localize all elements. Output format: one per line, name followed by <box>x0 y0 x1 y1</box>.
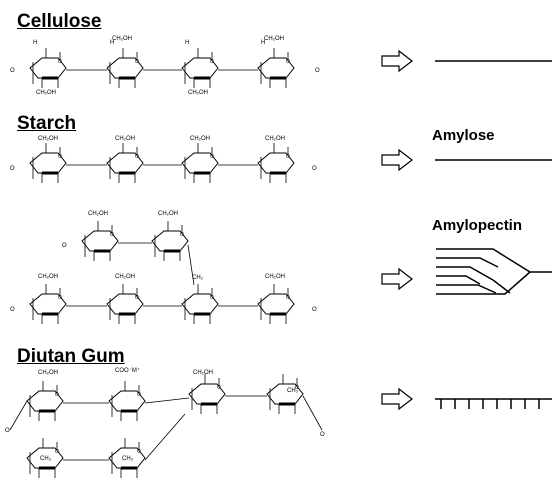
svg-text:CH₂OH: CH₂OH <box>88 211 108 217</box>
svg-text:CH₃: CH₃ <box>287 388 299 394</box>
amylose-label: Amylose <box>432 127 495 144</box>
diutan-gum-heading: Diutan Gum <box>17 346 125 367</box>
svg-text:CH₂OH: CH₂OH <box>36 90 56 96</box>
svg-text:CH₂OH: CH₂OH <box>264 36 284 42</box>
svg-text:H: H <box>185 40 189 46</box>
arrow-icon-cellulose <box>381 49 413 73</box>
svg-text:O: O <box>62 243 67 249</box>
cellulose-structure: O O H H H H CH₂OH CH₂OH CH₂OH CH₂OH <box>10 36 320 96</box>
svg-text:O: O <box>315 68 320 74</box>
diutan-gum-structure: O O CH₂OH COO⁻M⁺ CH₂OH CH₃ CH₃ CH₃ <box>5 367 325 480</box>
svg-text:O: O <box>10 166 15 172</box>
svg-text:CH₂: CH₂ <box>192 275 204 281</box>
svg-text:CH₂OH: CH₂OH <box>265 136 285 142</box>
svg-text:CH₂OH: CH₂OH <box>188 90 208 96</box>
svg-text:O: O <box>10 68 15 74</box>
svg-text:CH₂OH: CH₂OH <box>38 274 58 280</box>
arrow-icon-diutan <box>381 387 413 411</box>
svg-text:CH₂OH: CH₂OH <box>158 211 178 217</box>
svg-text:CH₂OH: CH₂OH <box>190 136 210 142</box>
amylopectin-structure: O CH₂OH CH₂OH CH₂ O O CH₂OH CH₂OH CH₂OH <box>10 211 317 326</box>
svg-text:O: O <box>320 432 325 438</box>
svg-text:H: H <box>261 40 265 46</box>
svg-text:CH₂OH: CH₂OH <box>265 274 285 280</box>
svg-text:CH₃: CH₃ <box>122 456 134 462</box>
branched-chain-icon <box>436 248 552 295</box>
arrow-icon-amylopectin <box>381 267 413 291</box>
svg-text:CH₂OH: CH₂OH <box>115 274 135 280</box>
svg-text:CH₂OH: CH₂OH <box>115 136 135 142</box>
svg-text:CH₂OH: CH₂OH <box>38 136 58 142</box>
starch-heading: Starch <box>17 113 77 134</box>
comb-chain-icon <box>435 398 552 409</box>
amylose-structure: O O CH₂OH CH₂OH CH₂OH CH₂OH <box>10 136 317 185</box>
svg-text:O: O <box>10 307 15 313</box>
svg-text:H: H <box>33 40 37 46</box>
svg-text:O: O <box>5 428 10 434</box>
svg-text:COO⁻M⁺: COO⁻M⁺ <box>115 367 140 374</box>
svg-text:CH₂OH: CH₂OH <box>112 36 132 42</box>
svg-text:CH₂OH: CH₂OH <box>193 370 213 376</box>
svg-text:O: O <box>312 166 317 172</box>
arrow-icon-amylose <box>381 148 413 172</box>
amylopectin-label: Amylopectin <box>432 217 523 234</box>
svg-text:CH₃: CH₃ <box>40 456 52 462</box>
svg-text:CH₂OH: CH₂OH <box>38 370 58 376</box>
cellulose-heading: Cellulose <box>17 11 102 32</box>
svg-text:O: O <box>312 307 317 313</box>
svg-text:H: H <box>110 40 114 46</box>
